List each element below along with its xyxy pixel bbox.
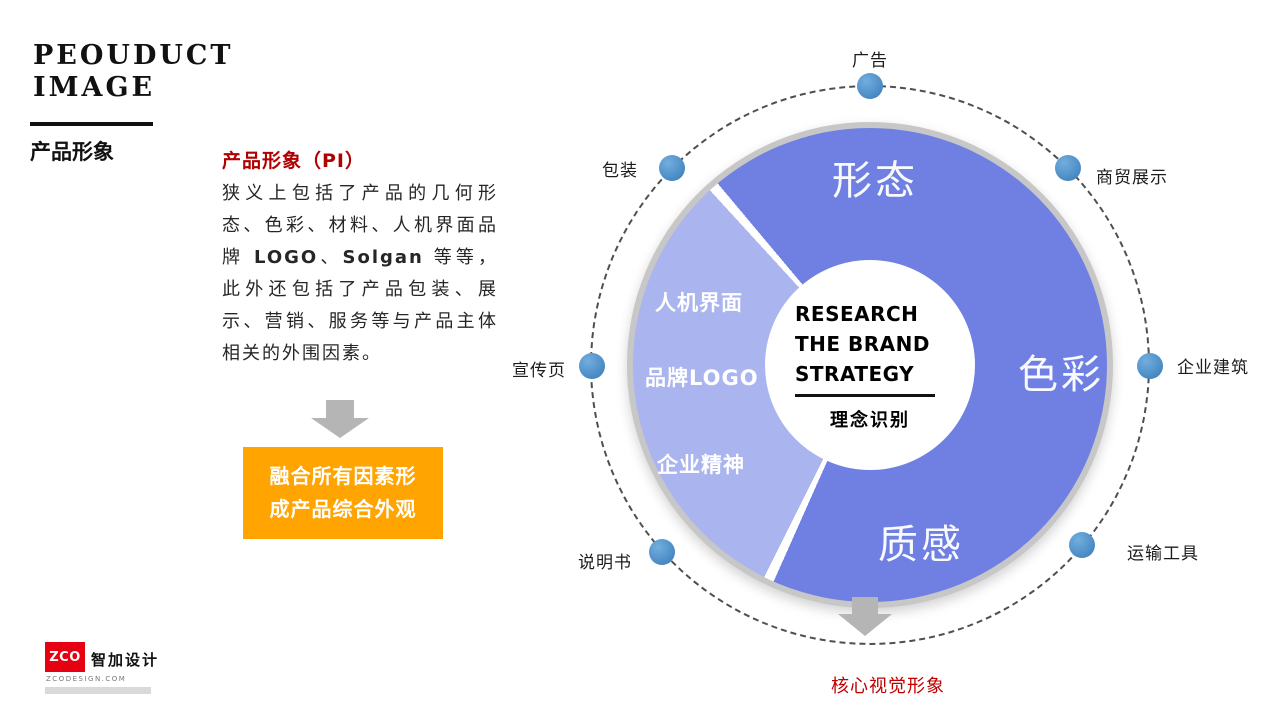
- node-dot-packaging: [659, 155, 685, 181]
- node-label-ad: 广告: [852, 51, 888, 71]
- node-label-packaging: 包装: [602, 161, 638, 181]
- ring-label-right: 色彩: [1018, 352, 1104, 398]
- arrow-head: [838, 614, 892, 636]
- diagram-caption: 核心视觉形象: [831, 676, 945, 697]
- center-circle: RESEARCH THE BRAND STRATEGY 理念识别: [765, 260, 975, 470]
- page-title-line1: PEOUDUCT: [33, 40, 234, 71]
- center-divider: [795, 393, 935, 397]
- arrow-shaft: [852, 597, 878, 614]
- center-line3: STRATEGY: [795, 361, 915, 386]
- segment-label-logo: 品牌LOGO: [645, 366, 759, 390]
- node-dot-manual: [649, 539, 675, 565]
- node-dot-building: [1137, 353, 1163, 379]
- center-line2: THE BRAND: [795, 331, 930, 356]
- node-label-building: 企业建筑: [1177, 358, 1249, 378]
- pi-body-paragraph: 狭义上包括了产品的几何形态、色彩、材料、人机界面品牌 LOGO、Solgan 等…: [222, 183, 498, 364]
- node-label-transport: 运输工具: [1127, 544, 1199, 564]
- logo-mark: ZCO: [45, 642, 85, 672]
- segment-label-hmi: 人机界面: [655, 291, 743, 315]
- summary-box-line1: 融合所有因素形: [269, 464, 417, 488]
- down-arrow-bottom: [838, 597, 892, 636]
- center-content: RESEARCH THE BRAND STRATEGY 理念识别: [795, 299, 945, 432]
- node-label-manual: 说明书: [578, 553, 632, 573]
- node-dot-transport: [1069, 532, 1095, 558]
- summary-box: 融合所有因素形 成产品综合外观: [243, 447, 443, 539]
- node-dot-trade-show: [1055, 155, 1081, 181]
- center-subtitle: 理念识别: [830, 409, 910, 431]
- logo-tagline-bar: [45, 687, 151, 694]
- title-underline: [30, 122, 153, 126]
- summary-box-line2: 成产品综合外观: [269, 497, 417, 521]
- down-arrow-left: [311, 400, 369, 438]
- page-title-line2: IMAGE: [33, 72, 156, 104]
- center-line1: RESEARCH: [795, 301, 919, 326]
- page-title: PEOUDUCT IMAGE: [33, 40, 234, 105]
- ring-label-bottom: 质感: [878, 522, 964, 568]
- node-label-flyer: 宣传页: [512, 361, 566, 381]
- pi-heading: 产品形象（PI）: [222, 150, 365, 172]
- node-dot-flyer: [579, 353, 605, 379]
- arrow-head: [311, 418, 369, 438]
- node-dot-ad: [857, 73, 883, 99]
- node-label-trade-show: 商贸展示: [1096, 168, 1168, 188]
- donut-rim: [627, 122, 1113, 608]
- section-title: 产品形象: [30, 140, 114, 164]
- logo-domain: ZCODESIGN.COM: [46, 675, 127, 683]
- ring-label-top: 形态: [832, 158, 918, 204]
- arrow-shaft: [326, 400, 354, 418]
- segment-label-spirit: 企业精神: [657, 453, 745, 477]
- logo-name: 智加设计: [91, 651, 160, 669]
- center-english-text: RESEARCH THE BRAND STRATEGY: [795, 299, 945, 389]
